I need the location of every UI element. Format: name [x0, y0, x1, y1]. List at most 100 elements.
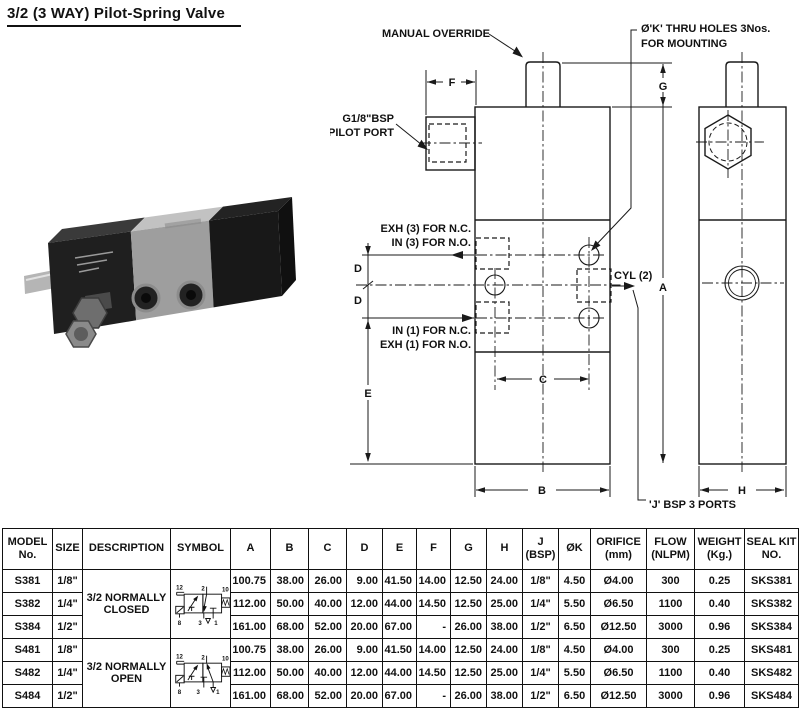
cell-j: 1/4": [522, 592, 559, 616]
label-manual-override: MANUAL OVERRIDE: [382, 28, 490, 40]
header-j-bsp: J (BSP): [522, 528, 559, 570]
cell-h: 24.00: [486, 569, 523, 593]
cell-f: 14.50: [416, 661, 451, 685]
dimensions-table: MODEL No. SIZE DESCRIPTION SYMBOL A B C …: [2, 528, 799, 708]
dim-d-lower: D: [354, 295, 362, 307]
header-symbol: SYMBOL: [170, 528, 231, 570]
cell-a: 161.00: [230, 615, 271, 639]
cell-j: 1/8": [522, 569, 559, 593]
symbol-port-8: 8: [177, 689, 181, 695]
cell-d: 9.00: [346, 569, 383, 593]
cell-model: S481: [2, 638, 53, 662]
cell-b: 68.00: [270, 615, 309, 639]
cell-flow: 1100: [646, 592, 695, 616]
cell-h: 24.00: [486, 638, 523, 662]
technical-drawing: MANUAL OVERRIDE Ø'K' THRU HOLES 3Nos. FO…: [330, 23, 787, 511]
label-in1: IN (1) FOR N.C.: [392, 325, 471, 337]
cell-weight: 0.40: [694, 592, 745, 616]
cell-flow: 3000: [646, 684, 695, 708]
symbol-port-2: 2: [201, 585, 205, 592]
cell-orifice: Ø12.50: [590, 615, 647, 639]
cell-weight: 0.40: [694, 661, 745, 685]
cell-ok: 5.50: [558, 592, 591, 616]
header-weight: WEIGHT (Kg.): [694, 528, 745, 570]
cell-c: 40.00: [308, 661, 347, 685]
cell-seal: SKS382: [744, 592, 799, 616]
header-d: D: [346, 528, 383, 570]
cell-d: 20.00: [346, 684, 383, 708]
cell-b: 68.00: [270, 684, 309, 708]
cell-orifice: Ø6.50: [590, 592, 647, 616]
cell-seal: SKS381: [744, 569, 799, 593]
cell-g: 12.50: [450, 592, 487, 616]
header-e: E: [382, 528, 417, 570]
cell-flow: 300: [646, 569, 695, 593]
header-seal-kit: SEAL KIT NO.: [744, 528, 799, 570]
cell-seal: SKS384: [744, 615, 799, 639]
cell-c: 40.00: [308, 592, 347, 616]
cell-model: S382: [2, 592, 53, 616]
symbol-port-10: 10: [221, 655, 228, 662]
table-row-s382: S382 1/4" 112.00 50.00 40.00 12.00 44.00…: [2, 592, 799, 616]
cell-g: 26.00: [450, 615, 487, 639]
label-pilot-port-line1: G1/8"BSP: [342, 113, 394, 125]
cell-f: 14.00: [416, 569, 451, 593]
cell-b: 38.00: [270, 569, 309, 593]
cell-description-no: 3/2 NORMALLY OPEN: [82, 638, 171, 708]
cell-g: 26.00: [450, 684, 487, 708]
cell-flow: 1100: [646, 661, 695, 685]
cell-weight: 0.96: [694, 684, 745, 708]
cell-f: -: [416, 615, 451, 639]
cell-seal: SKS481: [744, 638, 799, 662]
drawing-dimension-lines: [350, 29, 787, 501]
cell-b: 50.00: [270, 592, 309, 616]
cell-d: 12.00: [346, 661, 383, 685]
cell-g: 12.50: [450, 638, 487, 662]
header-ok: ØK: [558, 528, 591, 570]
cell-ok: 5.50: [558, 661, 591, 685]
label-j-ports: 'J' BSP 3 PORTS: [649, 499, 736, 511]
cell-ok: 6.50: [558, 615, 591, 639]
cell-j: 1/2": [522, 615, 559, 639]
header-orifice: ORIFICE (mm): [590, 528, 647, 570]
label-thru-holes-line2: FOR MOUNTING: [641, 38, 727, 50]
cell-seal: SKS482: [744, 661, 799, 685]
cell-j: 1/4": [522, 661, 559, 685]
header-size: SIZE: [52, 528, 83, 570]
cell-model: S384: [2, 615, 53, 639]
dim-a: A: [659, 282, 667, 294]
cell-j: 1/8": [522, 638, 559, 662]
cell-ok: 4.50: [558, 569, 591, 593]
header-f: F: [416, 528, 451, 570]
cell-d: 12.00: [346, 592, 383, 616]
cell-c: 26.00: [308, 638, 347, 662]
table-row-s482: S482 1/4" 112.00 50.00 40.00 12.00 44.00…: [2, 661, 799, 685]
cell-flow: 300: [646, 638, 695, 662]
dim-b: B: [538, 485, 546, 497]
cell-flow: 3000: [646, 615, 695, 639]
cell-model: S482: [2, 661, 53, 685]
symbol-normally-open: 12 2 10 8 3 1: [170, 638, 231, 708]
cell-size: 1/2": [52, 684, 83, 708]
cell-g: 12.50: [450, 661, 487, 685]
cell-ok: 4.50: [558, 638, 591, 662]
table-header-row: MODEL No. SIZE DESCRIPTION SYMBOL A B C …: [2, 528, 799, 570]
cell-ok: 6.50: [558, 684, 591, 708]
cell-weight: 0.25: [694, 638, 745, 662]
symbol-port-8: 8: [177, 620, 181, 626]
label-cyl: CYL (2): [614, 270, 653, 282]
symbol-port-3: 3: [196, 689, 200, 695]
header-b: B: [270, 528, 309, 570]
dim-e: E: [364, 388, 371, 400]
cell-orifice: Ø12.50: [590, 684, 647, 708]
cell-weight: 0.25: [694, 569, 745, 593]
drawing-arrowheads: [365, 46, 784, 493]
label-exh1: EXH (1) FOR N.O.: [380, 339, 471, 351]
cell-weight: 0.96: [694, 615, 745, 639]
cell-f: 14.00: [416, 638, 451, 662]
dim-h: H: [738, 485, 746, 497]
valve-photo-shapes: [24, 197, 296, 348]
cell-b: 50.00: [270, 661, 309, 685]
table-row-s384: S384 1/2" 161.00 68.00 52.00 20.00 67.00…: [2, 615, 799, 639]
